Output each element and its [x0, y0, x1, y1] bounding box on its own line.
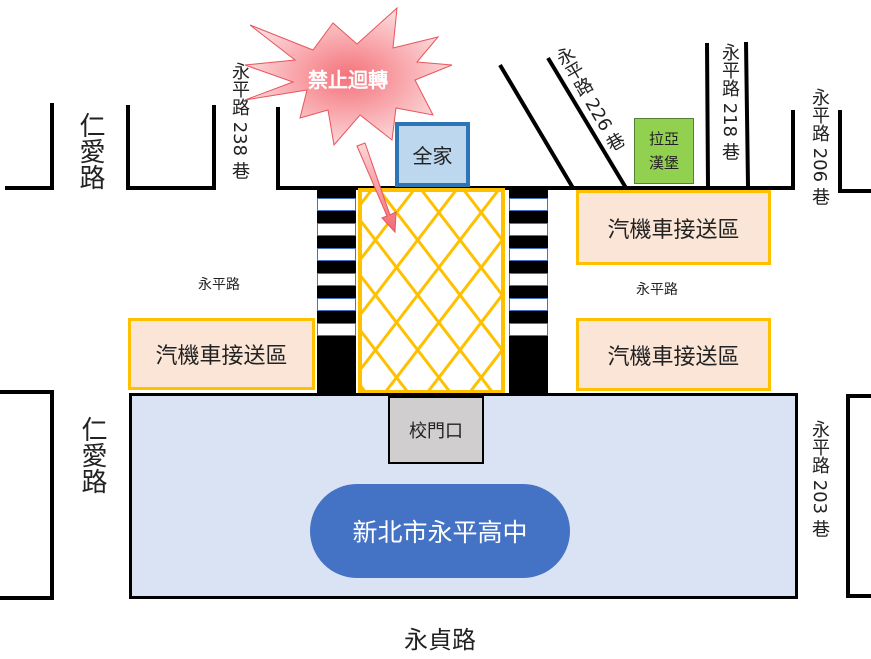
hatch-line: [358, 219, 494, 393]
pickup-zone-label: 汽機車接送區: [155, 344, 288, 369]
familymart-store: 全家: [395, 122, 470, 187]
arrow-icon: [356, 142, 397, 234]
road-label-renai-bottom: 仁愛路: [77, 416, 107, 494]
hatch-line: [462, 189, 505, 242]
no-stopping-hatch-zone: [358, 188, 505, 394]
school-gate-label: 校門口: [409, 421, 463, 442]
familymart-label: 全家: [412, 144, 453, 168]
hatch-line: [358, 189, 416, 261]
hatch-line: [468, 348, 505, 393]
pickup-zone-label: 汽機車接送區: [607, 344, 740, 370]
road-label-lane238: 永平路 238 巷: [229, 62, 250, 180]
school-gate: 校門口: [388, 396, 484, 464]
road-label-yongping-left: 永平路: [198, 277, 240, 293]
crosswalk-right: [509, 188, 548, 394]
curb-renai-right: [126, 105, 216, 190]
road-label-lane218: 永平路 218 巷: [719, 43, 740, 161]
hatch-line: [384, 238, 505, 393]
road-label-yongping-right: 永平路: [636, 282, 678, 298]
hatch-line: [378, 189, 505, 352]
hatch-line: [420, 189, 505, 297]
laya-label-2: 漢堡: [648, 154, 679, 172]
lane226-right-edge: [546, 56, 628, 190]
laya-burger-store: 拉亞 漢堡: [634, 118, 694, 184]
no-u-turn-label: 禁止迴轉: [308, 68, 388, 92]
school-name-oval: 新北市永平高中: [310, 484, 570, 578]
road-label-yongzhen: 永貞路: [404, 626, 476, 654]
lane218-right-edge: [744, 41, 750, 187]
pickup-zone-right-top: 汽機車接送區: [576, 190, 771, 265]
pickup-zone-right-bottom: 汽機車接送區: [576, 318, 771, 391]
curb-lane203: [846, 394, 871, 598]
road-label-renai-top: 仁愛路: [75, 112, 105, 190]
laya-label-1: 拉亞: [648, 130, 679, 148]
curb-renai-bottom: [0, 390, 54, 600]
pickup-zone-left: 汽機車接送區: [128, 318, 315, 390]
hatch-line: [358, 189, 500, 371]
no-u-turn-burst: [244, 6, 453, 147]
hatch-line: [358, 274, 452, 393]
crosswalk-left: [317, 188, 356, 394]
lane226-left-edge: [498, 63, 575, 190]
road-label-lane203: 永平路 203 巷: [809, 420, 830, 538]
curb-lane206-right: [838, 110, 871, 193]
hatch-line: [358, 189, 458, 316]
hatch-line: [358, 329, 409, 393]
school-name-label: 新北市永平高中: [352, 518, 528, 547]
road-label-lane206: 永平路 206 巷: [809, 88, 830, 206]
lane218-left-edge: [705, 42, 710, 187]
hatch-line: [426, 293, 505, 393]
pickup-zone-label: 汽機車接送區: [607, 217, 740, 243]
curb-renai-left: [5, 103, 54, 190]
